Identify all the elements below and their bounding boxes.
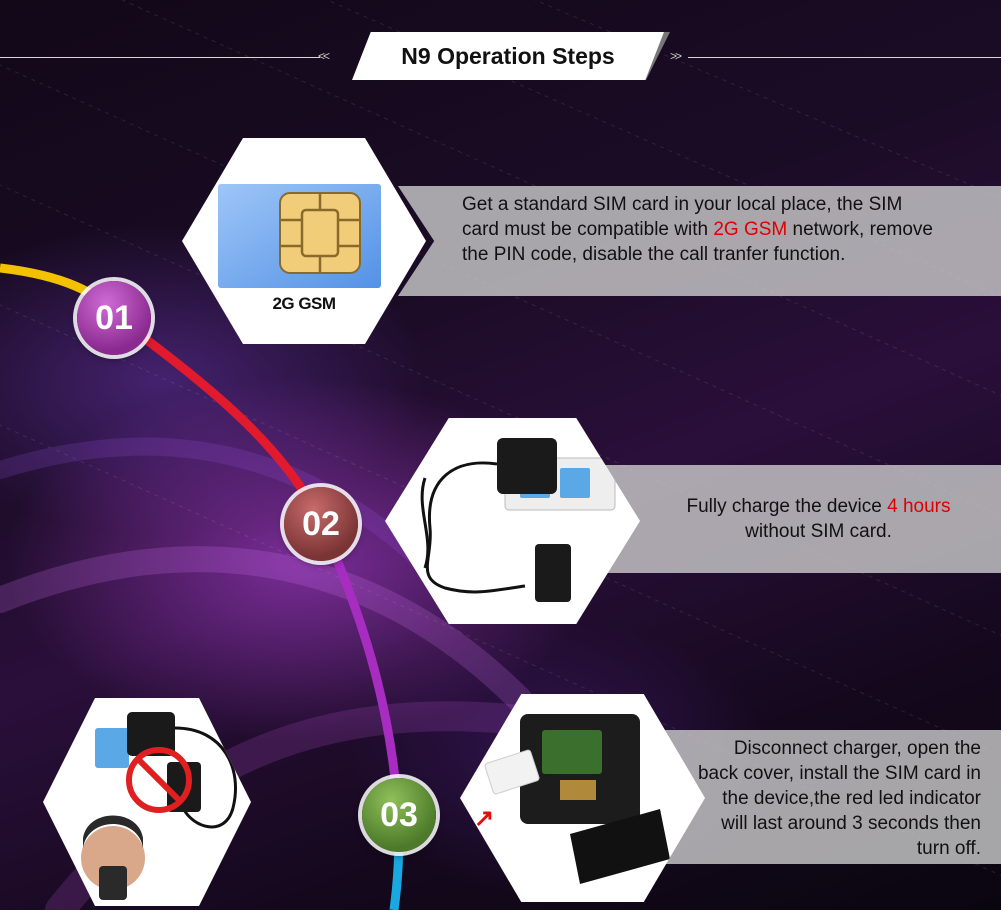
step-1-panel: Get a standard SIM card in your local pl… [398, 186, 1001, 296]
step-2-highlight: 4 hours [887, 496, 951, 517]
insert-arrow-icon: ↗ [474, 805, 495, 832]
header-rule-right [688, 57, 1001, 58]
step-1-highlight: 2G GSM [713, 219, 788, 240]
step-1-number: 01 [77, 281, 151, 355]
sim-card-label: 2G GSM [272, 294, 336, 313]
step-2-number: 02 [284, 487, 358, 561]
no-charger-icon [81, 712, 238, 900]
chevron-right-icon: >> [670, 49, 682, 63]
sim-card-icon [218, 184, 381, 288]
step-3-number: 03 [362, 778, 436, 852]
step-2-panel: Fully charge the device 4 hours without … [600, 465, 1001, 573]
step-2-text: Fully charge the device 4 hours without … [686, 496, 951, 542]
page-title: N9 Operation Steps [352, 32, 664, 80]
step-3-left-image [43, 698, 251, 906]
step-3-text: Disconnect charger, open the back cover,… [697, 738, 981, 859]
chevron-left-icon: << [318, 49, 330, 63]
charger-device-icon [420, 438, 616, 602]
step-1-text: Get a standard SIM card in your local pl… [462, 194, 933, 265]
header-rule-left [0, 57, 320, 58]
sim-install-device-icon [484, 714, 670, 884]
